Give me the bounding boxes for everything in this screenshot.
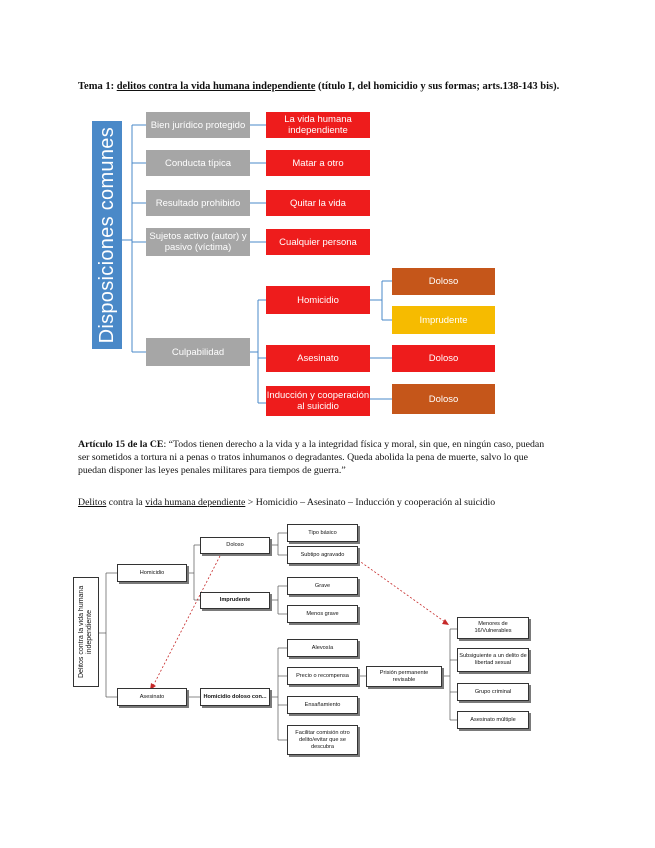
homicidio-doloso-box: Doloso — [392, 268, 495, 295]
vida-humana-box: La vida humana independiente — [266, 112, 370, 138]
induccion-box: Inducción y cooperación al suicidio — [266, 386, 370, 416]
disposiciones-comunes-label: Disposiciones comunes — [92, 121, 122, 349]
sujetos-box: Sujetos activo (autor) y pasivo (víctima… — [146, 228, 250, 256]
breadcrumb: Delitos contra la vida humana dependient… — [78, 497, 496, 508]
prision-permanente-node: Prisión permanente revisable — [366, 666, 442, 687]
asesinato-box: Asesinato — [266, 345, 370, 372]
homicidio-imprudente-box: Imprudente — [392, 306, 495, 334]
heading-suffix: (título I, del homicidio y sus formas; a… — [315, 81, 560, 92]
doloso-node: Doloso — [200, 537, 270, 554]
tipo-basico-node: Tipo básico — [287, 524, 358, 542]
ensanamiento-node: Ensañamiento — [287, 696, 358, 714]
resultado-prohibido-box: Resultado prohibido — [146, 190, 250, 216]
asesinato-doloso-box: Doloso — [392, 345, 495, 372]
article-label: Artículo 15 de la CE — [78, 439, 164, 450]
culpabilidad-box: Culpabilidad — [146, 338, 250, 366]
induccion-doloso-box: Doloso — [392, 384, 495, 414]
asesinato-node: Asesinato — [117, 688, 187, 706]
grave-node: Grave — [287, 577, 358, 595]
menos-grave-node: Menos grave — [287, 605, 358, 623]
article-quote: “Todos tienen derecho a la vida y a la i… — [168, 439, 545, 450]
menores-node: Menores de 16/Vulnerables — [457, 617, 529, 639]
alevosia-node: Alevosía — [287, 639, 358, 657]
homicidio-node: Homicidio — [117, 564, 187, 582]
homicidio-doloso-con-node: Homicidio doloso con... — [200, 688, 270, 706]
page-heading: Tema 1: delitos contra la vida humana in… — [78, 80, 598, 93]
subtipo-agravado-node: Subtipo agravado — [287, 546, 358, 564]
cualquier-persona-box: Cualquier persona — [266, 229, 370, 255]
imprudente-node: Imprudente — [200, 592, 270, 609]
precio-recompensa-node: Precio o recompensa — [287, 667, 358, 685]
matar-a-otro-box: Matar a otro — [266, 150, 370, 176]
root-box: Delitos contra la vida humana independie… — [73, 577, 99, 687]
bien-juridico-box: Bien jurídico protegido — [146, 112, 250, 138]
facilitar-comision-node: Facilitar comisión otro delito/evitar qu… — [287, 725, 358, 755]
homicidio-box: Homicidio — [266, 286, 370, 314]
heading-prefix: Tema 1: — [78, 81, 117, 92]
heading-topic: delitos contra la vida humana independie… — [116, 81, 316, 92]
conducta-tipica-box: Conducta típica — [146, 150, 250, 176]
subsiguiente-node: Subsiguiente a un delito de libertad sex… — [457, 648, 529, 672]
quitar-la-vida-box: Quitar la vida — [266, 190, 370, 216]
grupo-criminal-node: Grupo criminal — [457, 683, 529, 701]
article-paragraph: Artículo 15 de la CE: “Todos tienen dere… — [78, 439, 545, 476]
asesinato-multiple-node: Asesinato múltiple — [457, 711, 529, 729]
